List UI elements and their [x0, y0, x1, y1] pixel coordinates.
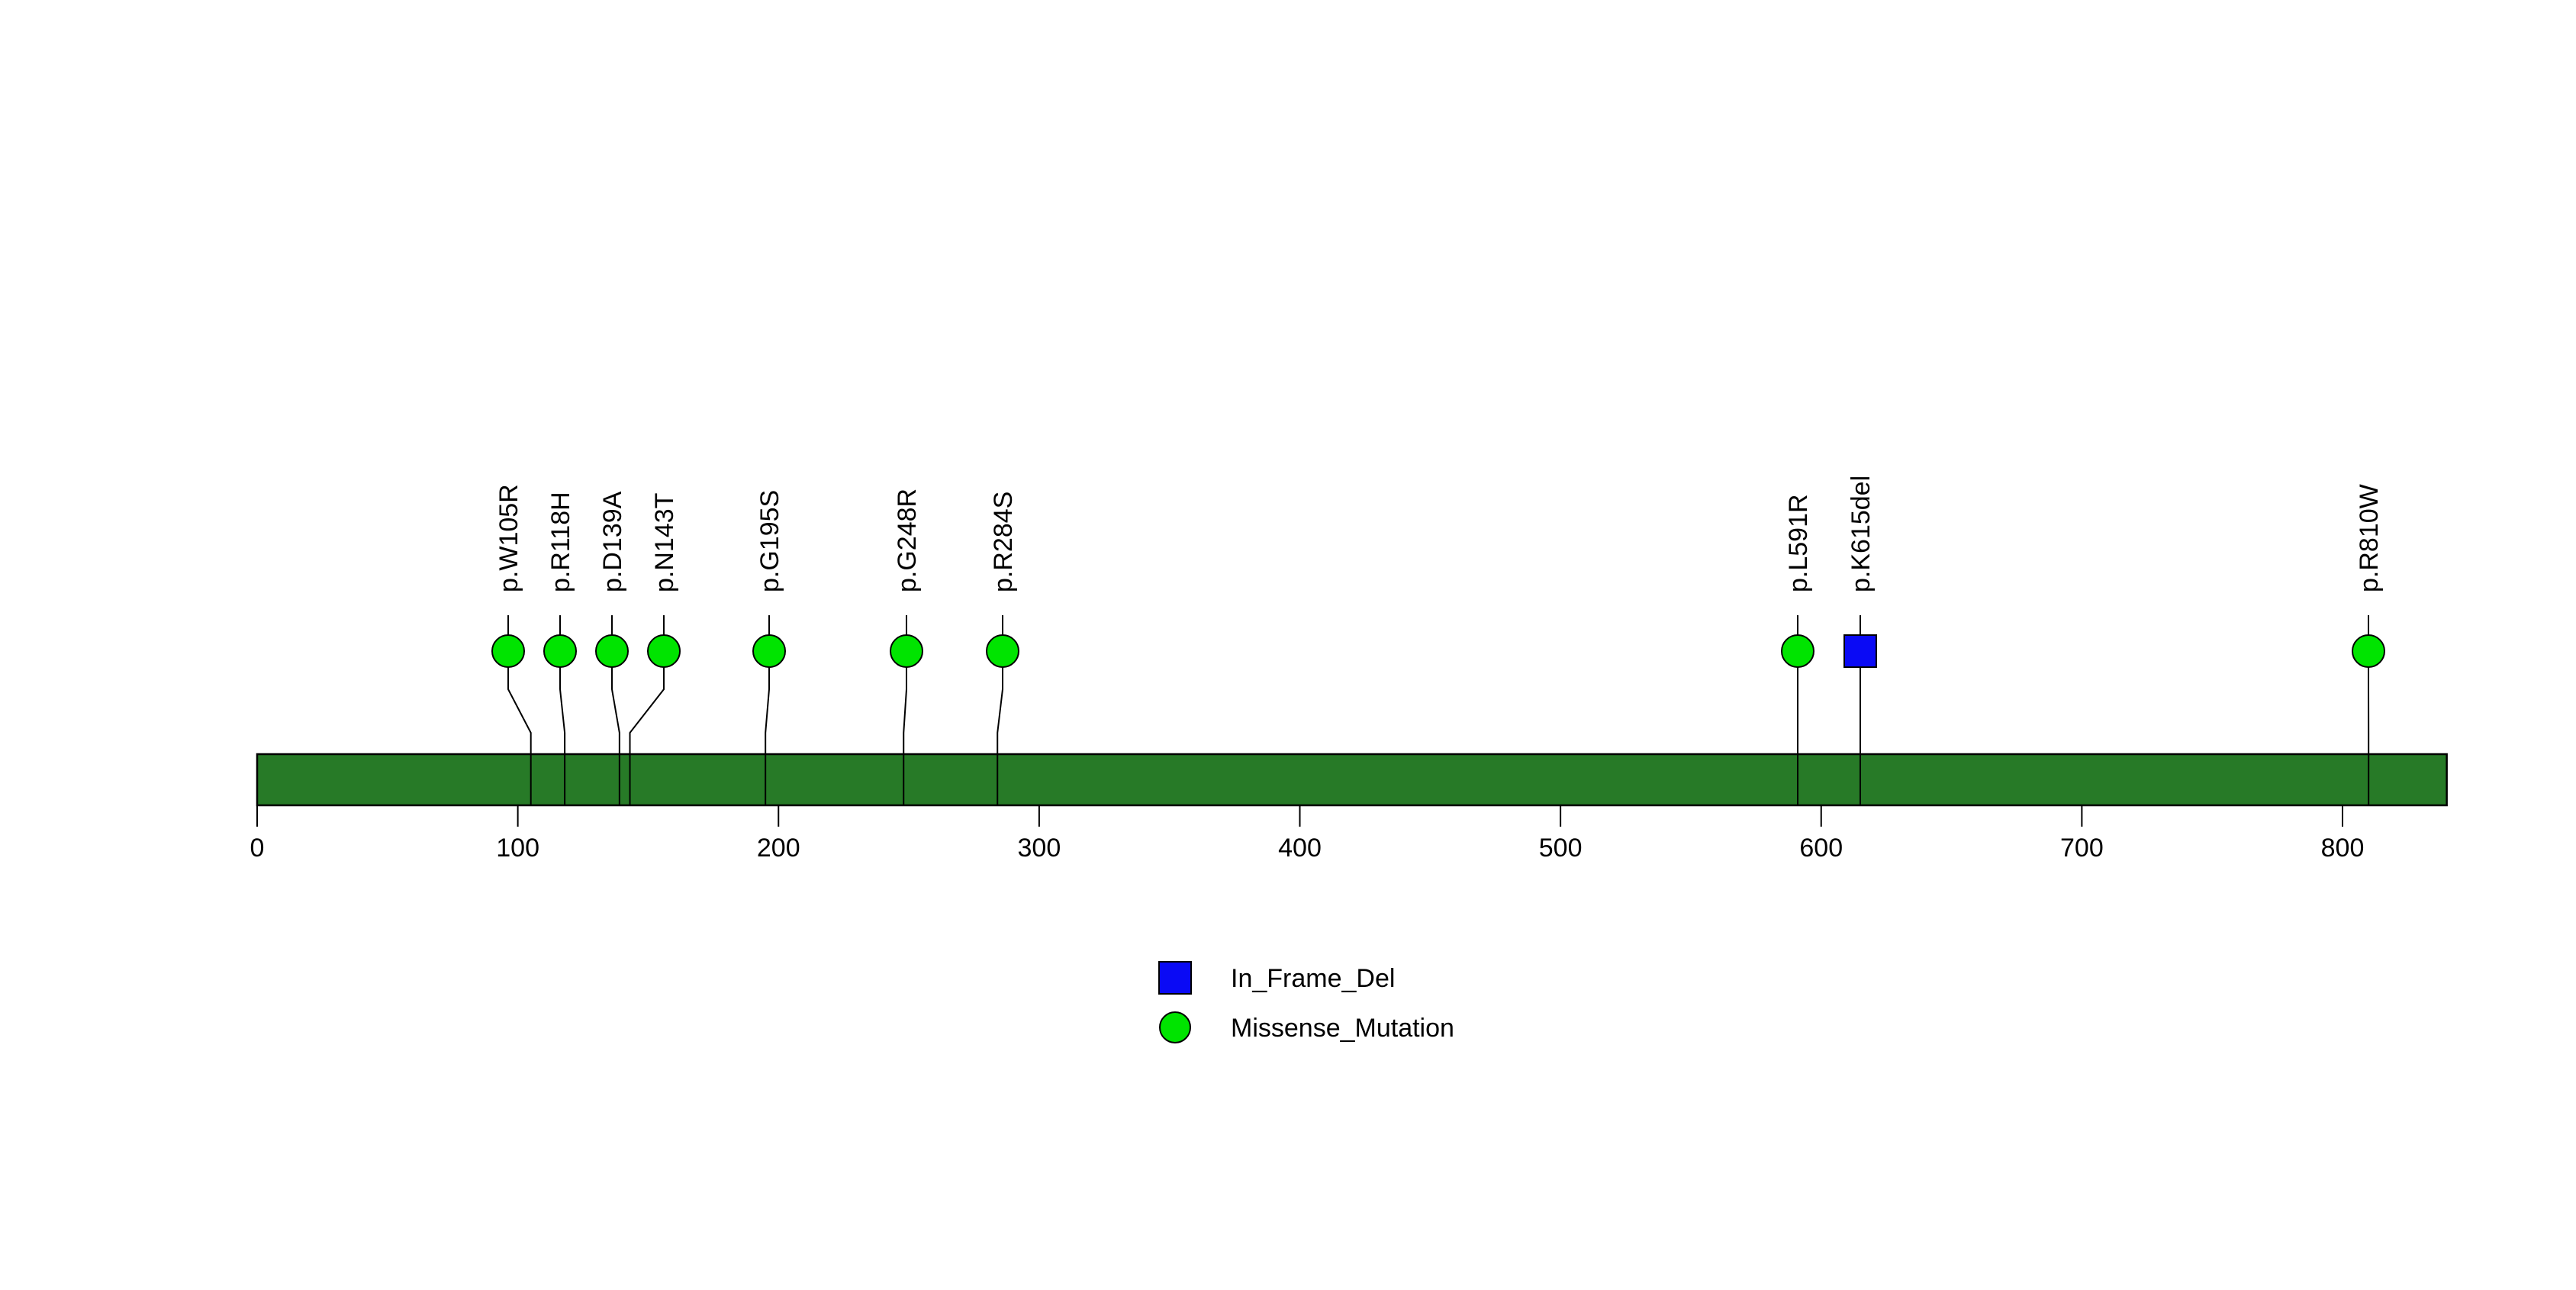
mutation-head-circle [543, 634, 577, 668]
mutation-label: p.N143T [650, 493, 679, 592]
mutation-head-square [1843, 634, 1877, 668]
mutation-head-circle [491, 634, 525, 668]
mutation-head-circle [1781, 634, 1814, 668]
mutation-stem [765, 651, 770, 805]
mutation-stem [903, 651, 907, 805]
axis-tick-label: 600 [1799, 834, 1843, 863]
axis-tick-label: 500 [1539, 834, 1583, 863]
mutation-stem [507, 651, 532, 805]
legend-label: Missense_Mutation [1231, 1014, 1454, 1043]
axis-tick-label: 300 [1018, 834, 1061, 863]
axis-tick-label: 0 [250, 834, 265, 863]
mutation-head-circle [647, 634, 681, 668]
mutation-label: p.R118H [546, 492, 575, 592]
axis-tick-label: 100 [496, 834, 539, 863]
legend-swatch-in_frame_del [1158, 961, 1192, 995]
mutation-label: p.D139A [598, 491, 627, 592]
mutation-head-circle [890, 634, 923, 668]
mutation-stem [997, 651, 1003, 805]
mutation-head-circle [2352, 634, 2385, 668]
axis-tick-label: 200 [757, 834, 800, 863]
mutation-label: p.G195S [755, 490, 784, 592]
mutation-head-circle [595, 634, 629, 668]
mutation-head-circle [986, 634, 1019, 668]
mutation-label: p.L591R [1784, 494, 1813, 592]
axis-tick-label: 800 [2321, 834, 2365, 863]
mutation-stem [559, 651, 566, 805]
protein-backbone [256, 753, 2448, 807]
mutation-head-circle [752, 634, 786, 668]
axis-tick-label: 700 [2060, 834, 2104, 863]
mutation-stem [629, 651, 665, 805]
mutation-stem [611, 651, 620, 805]
mutation-label: p.R810W [2355, 484, 2384, 592]
mutation-label: p.R284S [989, 492, 1018, 592]
mutation-label: p.K615del [1847, 476, 1876, 592]
mutation-label: p.W105R [494, 484, 523, 592]
legend-swatch-missense_mutation [1159, 1011, 1191, 1043]
mutation-label: p.G248R [893, 489, 922, 592]
legend-label: In_Frame_Del [1231, 964, 1395, 993]
axis-tick-label: 400 [1278, 834, 1322, 863]
